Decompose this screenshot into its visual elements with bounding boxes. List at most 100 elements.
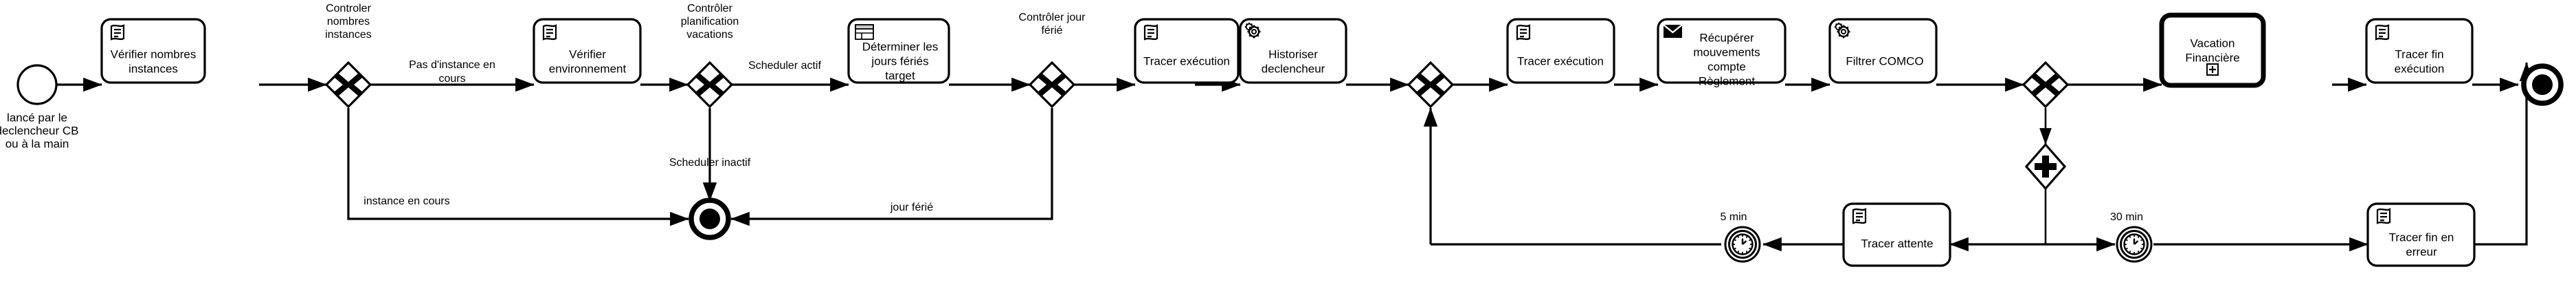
timer-label-30min: 30 min [2110, 211, 2143, 223]
task-label-line: Vérifier nombres [111, 47, 197, 61]
task-verifier-environnement[interactable] [533, 18, 642, 84]
gateway-merge-attente[interactable] [1407, 61, 1455, 109]
task-label-line: erreur [2406, 245, 2437, 258]
script-task-icon [2375, 24, 2390, 41]
gateway-label-line: planification [681, 16, 739, 28]
end-event-mid[interactable] [688, 198, 731, 240]
start-event-label-line3: ou à la main [5, 137, 69, 150]
task-label-line: Historiser [1268, 47, 1318, 61]
task-verifier-nombres-instances[interactable] [100, 18, 206, 84]
task-tracer-attente-label: Tracer attente [1861, 237, 1933, 250]
flow-jour-ferie-path [730, 108, 1053, 226]
flow-instance-en-cours-path [347, 108, 689, 226]
task-box [2366, 202, 2476, 267]
timer-outer-ring [2120, 230, 2149, 259]
task-tracer-fin-execution-label: Tracer fin exécution [2395, 47, 2445, 75]
timer-label-5min: 5 min [1720, 211, 1747, 223]
collapsed-subprocess-plus-icon [2206, 63, 2219, 76]
task-verifier-environnement-label: Vérifier environnement [549, 47, 627, 75]
task-box [1657, 18, 1787, 84]
start-event-label-line1: lancé par le [7, 111, 67, 124]
flow-tracer-erreur-to-end [2474, 62, 2534, 246]
task-recuperer-mouvements-label: Récupérer mouvements compte Règlement [1693, 31, 1760, 87]
gateway-controler-jour-ferie[interactable] [1028, 61, 1076, 109]
task-vacation-financiere[interactable] [2159, 12, 2266, 88]
task-label-line: jours fériés [871, 54, 928, 67]
task-label-line: Tracer fin en [2389, 231, 2454, 244]
flow-label-instance-en-cours: instance en cours [363, 195, 449, 207]
task-label-line: Tracer fin [2395, 47, 2443, 61]
gateway-label-line: instances [325, 29, 372, 41]
xor-x-mark [335, 74, 362, 96]
xor-x-mark [1417, 74, 1444, 96]
parallel-plus-mark [2035, 156, 2057, 178]
timer-clock-face [2123, 233, 2145, 255]
script-task-icon [1852, 208, 1867, 224]
task-box [1134, 18, 1240, 84]
start-event[interactable] [16, 64, 58, 105]
xor-x-mark [696, 74, 724, 96]
timer-outer-ring [1728, 230, 1757, 259]
flow-label-line: Pas d'instance en [409, 59, 495, 71]
timer-clock-face [1732, 233, 1754, 255]
task-box [2365, 18, 2474, 84]
start-event-label-line2: declencheur CB [0, 124, 78, 137]
task-recuperer-mouvements[interactable] [1657, 18, 1787, 84]
task-tracer-fin-execution[interactable] [2365, 18, 2474, 84]
task-tracer-attente[interactable] [1842, 202, 1951, 267]
message-envelope-icon [1663, 24, 1683, 38]
flow-label-line: cours [438, 73, 465, 85]
task-box [1842, 202, 1951, 267]
gateway-label-line: Contrôler jour [1019, 12, 1086, 23]
gateway-label-line: Contrôler [687, 3, 732, 14]
gateway-label-line: Controler [326, 3, 371, 14]
gateway-controler-nombres-instances[interactable] [324, 61, 372, 109]
sequence-flow-layer [56, 62, 2534, 252]
business-rule-table-icon [855, 24, 874, 40]
gateway-split-erreur[interactable] [2021, 61, 2070, 109]
end-event-inner-dot [699, 209, 720, 229]
task-box [533, 18, 642, 84]
service-gear-icon [1834, 22, 1850, 39]
script-task-icon [110, 24, 125, 41]
gateway-label-line: nombres [327, 16, 370, 28]
gateway-controler-planification-vacations-label: Contrôler planification vacations [681, 3, 739, 41]
task-determiner-jours-feries-label: Déterminer les jours fériés target [862, 40, 939, 82]
script-task-icon [542, 24, 557, 41]
start-event-label: lancé par le declencheur CB ou à la main [0, 111, 78, 150]
task-filtrer-comco[interactable] [1828, 18, 1938, 84]
task-box [100, 18, 206, 84]
task-box [1828, 18, 1938, 84]
timer-event-5min[interactable] [1724, 226, 1761, 263]
script-task-icon [1143, 24, 1158, 41]
end-event-right[interactable] [2521, 63, 2564, 106]
task-label-line: Financière [2185, 51, 2239, 64]
task-label-line: Tracer exécution [1143, 54, 1230, 67]
gateway-parallel[interactable] [2024, 142, 2067, 191]
task-label-line: instances [128, 62, 178, 75]
task-box [1506, 18, 1615, 84]
gateway-controler-jour-ferie-label: Contrôler jour férié [1019, 12, 1086, 36]
task-tracer-execution-2-label: Tracer exécution [1517, 54, 1604, 67]
service-gear-icon [1244, 22, 1261, 39]
task-determiner-jours-feries[interactable] [847, 18, 950, 84]
start-event-circle-icon [16, 64, 58, 105]
task-tracer-execution-1[interactable] [1134, 18, 1240, 84]
gateway-controler-nombres-instances-label: Controler nombres instances [325, 3, 372, 41]
task-label-line: Tracer attente [1861, 237, 1933, 250]
task-tracer-fin-erreur[interactable] [2366, 202, 2476, 267]
task-label-line: Règlement [1699, 74, 1755, 87]
gateway-label-line: vacations [686, 29, 733, 41]
task-verifier-nombres-instances-label: Vérifier nombres instances [111, 47, 197, 75]
task-label-line: Récupérer [1699, 31, 1754, 44]
task-tracer-execution-2[interactable] [1506, 18, 1615, 84]
task-label-line: mouvements [1693, 45, 1760, 59]
flow-label-pas-dinstance: Pas d'instance en cours [409, 59, 495, 85]
task-historiser-declencheur[interactable] [1239, 18, 1347, 84]
timer-event-30min[interactable] [2116, 226, 2153, 263]
gateway-label-line: férié [1041, 25, 1062, 36]
xor-x-mark [2032, 74, 2059, 96]
gateway-controler-planification-vacations[interactable] [686, 61, 734, 109]
